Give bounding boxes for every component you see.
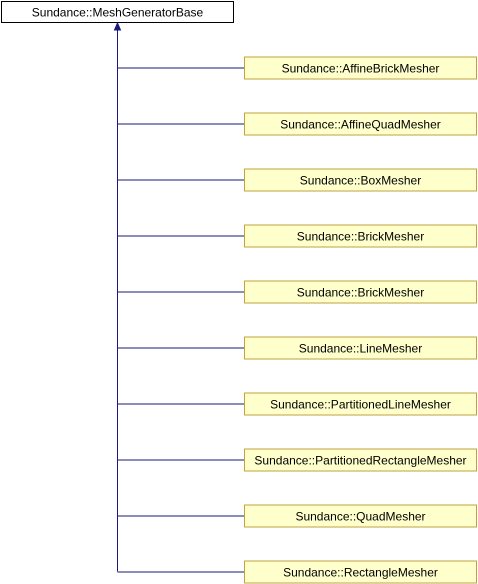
derived-class-label: Sundance::BrickMesher: [297, 286, 424, 300]
derived-class-node[interactable]: Sundance::PartitionedLineMesher: [244, 392, 477, 416]
derived-class-label: Sundance::BrickMesher: [297, 230, 424, 244]
derived-class-box: [244, 112, 477, 136]
derived-class-box: [244, 336, 477, 360]
derived-class-box: [244, 560, 477, 584]
derived-class-node[interactable]: Sundance::BrickMesher: [244, 280, 477, 304]
derived-class-node[interactable]: Sundance::QuadMesher: [244, 504, 477, 528]
derived-class-node[interactable]: Sundance::RectangleMesher: [244, 560, 477, 584]
inheritance-arrow-icon: [113, 21, 122, 31]
derived-classes: Sundance::AffineBrickMesherSundance::Aff…: [117, 56, 477, 584]
base-class-node[interactable]: Sundance::MeshGeneratorBase: [1, 1, 234, 23]
derived-class-box: [244, 448, 477, 472]
derived-class-label: Sundance::LineMesher: [299, 342, 422, 356]
derived-class-label: Sundance::PartitionedRectangleMesher: [254, 454, 466, 468]
derived-class-label: Sundance::AffineQuadMesher: [280, 118, 441, 132]
derived-class-node[interactable]: Sundance::BoxMesher: [244, 168, 477, 192]
derived-class-node[interactable]: Sundance::AffineQuadMesher: [244, 112, 477, 136]
derived-class-box: [244, 56, 477, 80]
derived-class-node[interactable]: Sundance::BrickMesher: [244, 224, 477, 248]
derived-class-box: [244, 504, 477, 528]
derived-class-box: [244, 280, 477, 304]
derived-class-node[interactable]: Sundance::LineMesher: [244, 336, 477, 360]
derived-class-box: [244, 224, 477, 248]
derived-class-node[interactable]: Sundance::PartitionedRectangleMesher: [244, 448, 477, 472]
derived-class-node[interactable]: Sundance::AffineBrickMesher: [244, 56, 477, 80]
derived-class-box: [244, 392, 477, 416]
base-class-label: Sundance::MeshGeneratorBase: [32, 6, 204, 20]
derived-class-box: [244, 168, 477, 192]
derived-class-label: Sundance::AffineBrickMesher: [282, 62, 440, 76]
derived-class-label: Sundance::PartitionedLineMesher: [270, 398, 451, 412]
derived-class-label: Sundance::QuadMesher: [295, 510, 425, 524]
derived-class-label: Sundance::RectangleMesher: [283, 566, 438, 580]
derived-class-label: Sundance::BoxMesher: [300, 174, 421, 188]
